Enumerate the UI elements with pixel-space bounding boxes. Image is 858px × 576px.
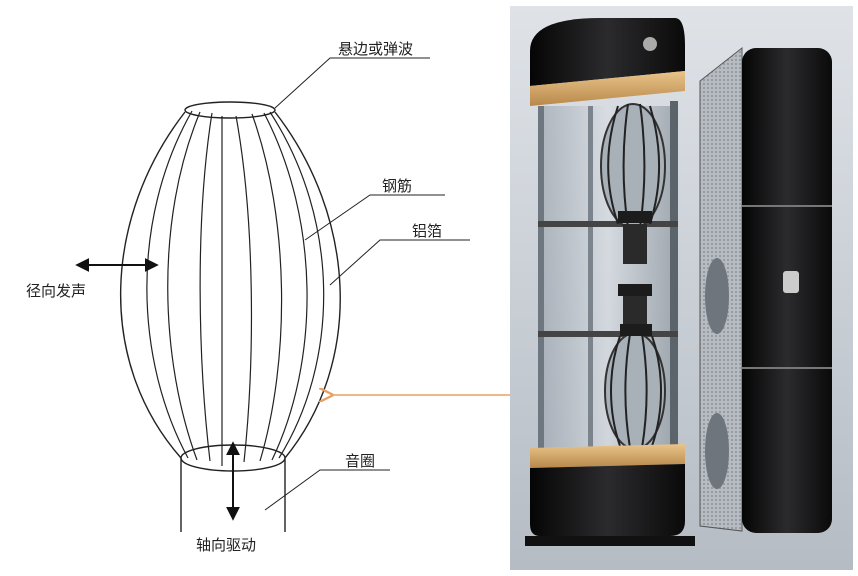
label-radial: 径向发声 [26, 282, 87, 300]
membrane-outline-right [274, 111, 341, 459]
bass-cabinet [699, 46, 832, 533]
label-foil: 铝箔 [412, 222, 443, 240]
label-axial: 轴向驱动 [196, 536, 257, 554]
ribs [146, 110, 325, 466]
label-coil: 音圈 [345, 452, 376, 470]
mid-tower [525, 18, 695, 546]
speaker-photo [510, 6, 853, 570]
leader-lines [264, 57, 470, 511]
top-suspension-ellipse [184, 101, 276, 119]
driver-diagram [119, 57, 470, 532]
membrane-outline-left [119, 111, 186, 459]
label-ribs: 钢筋 [382, 177, 413, 195]
label-suspension: 悬边或弹波 [338, 40, 414, 58]
